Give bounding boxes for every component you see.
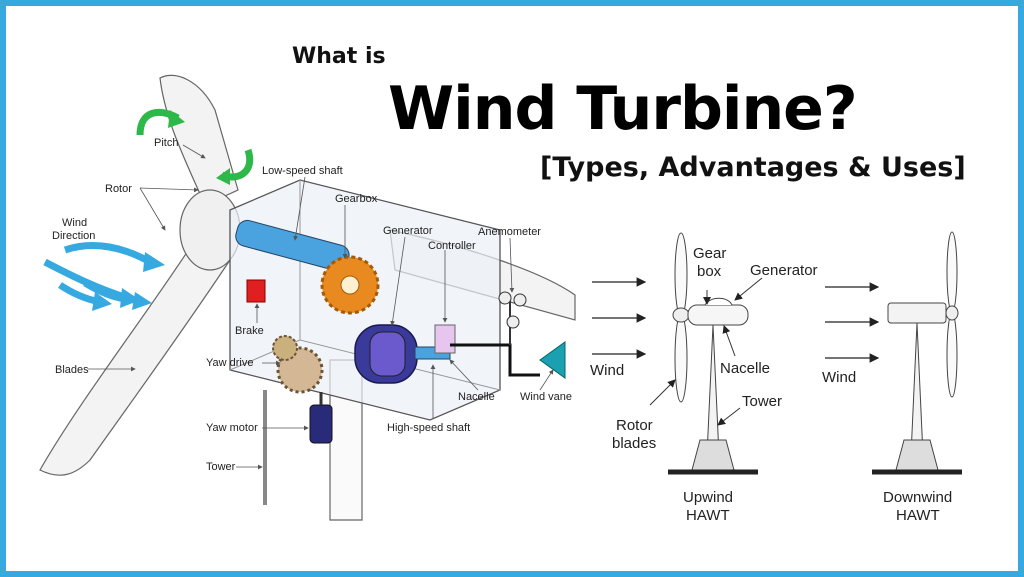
label-gearbox: Gearbox (335, 193, 378, 205)
label-rotor: Rotor (616, 417, 653, 434)
page-title: Wind Turbine? (388, 74, 858, 144)
label-wind-upwind: Wind (590, 362, 624, 379)
label-direction: Direction (52, 230, 95, 242)
label-gear: Gear (693, 245, 726, 262)
label-generator-upwind: Generator (750, 262, 818, 279)
label-yaw-drive: Yaw drive (206, 357, 253, 369)
upwind-hawt-diagram: Gear box Generator Wind Nacelle Tower Ro… (590, 232, 818, 524)
label-pitch: Pitch (154, 137, 178, 149)
label-nacelle: Nacelle (458, 391, 495, 403)
label-nacelle-upwind: Nacelle (720, 360, 770, 377)
label-tower: Tower (206, 461, 236, 473)
label-anemometer: Anemometer (478, 226, 541, 238)
label-box: box (697, 263, 722, 280)
downwind-blade-bottom (946, 312, 958, 398)
controller (434, 324, 456, 354)
label-wind-vane: Wind vane (520, 391, 572, 403)
label-hawt-upwind: HAWT (686, 507, 730, 524)
yaw-motor (309, 404, 333, 444)
wind-vane (539, 341, 566, 379)
label-wind: Wind (62, 217, 87, 229)
label-controller: Controller (428, 240, 476, 252)
label-hawt-downwind: HAWT (896, 507, 940, 524)
label-blades: Blades (55, 364, 89, 376)
downwind-blade-top (946, 231, 958, 313)
downwind-nacelle (887, 302, 947, 324)
brake (246, 279, 266, 303)
label-generator: Generator (383, 225, 433, 237)
left-turbine-diagram: Pitch Rotor Wind Direction Blades Low-sp… (39, 74, 576, 521)
label-rotor: Rotor (105, 183, 132, 195)
label-yaw-motor: Yaw motor (206, 422, 258, 434)
upwind-base (691, 439, 735, 471)
upwind-blade-bottom (674, 313, 688, 403)
upwind-blade-top (674, 232, 688, 318)
downwind-hawt-diagram: Wind Downwind HAWT (822, 231, 962, 524)
downwind-base (895, 439, 939, 471)
page-subtitle: [Types, Advantages & Uses] (540, 152, 966, 183)
label-upwind: Upwind (683, 489, 733, 506)
label-wind-downwind: Wind (822, 369, 856, 386)
wind-direction-arrows (43, 242, 152, 304)
label-tower-upwind: Tower (742, 393, 782, 410)
lower-blade (39, 239, 231, 476)
label-blades-upwind: blades (612, 435, 656, 452)
label-high-speed-shaft: High-speed shaft (387, 422, 470, 434)
title-prefix: What is (292, 44, 386, 69)
label-downwind: Downwind (883, 489, 952, 506)
label-brake: Brake (235, 325, 264, 337)
upwind-nacelle (687, 304, 749, 326)
label-low-speed-shaft: Low-speed shaft (262, 165, 343, 177)
